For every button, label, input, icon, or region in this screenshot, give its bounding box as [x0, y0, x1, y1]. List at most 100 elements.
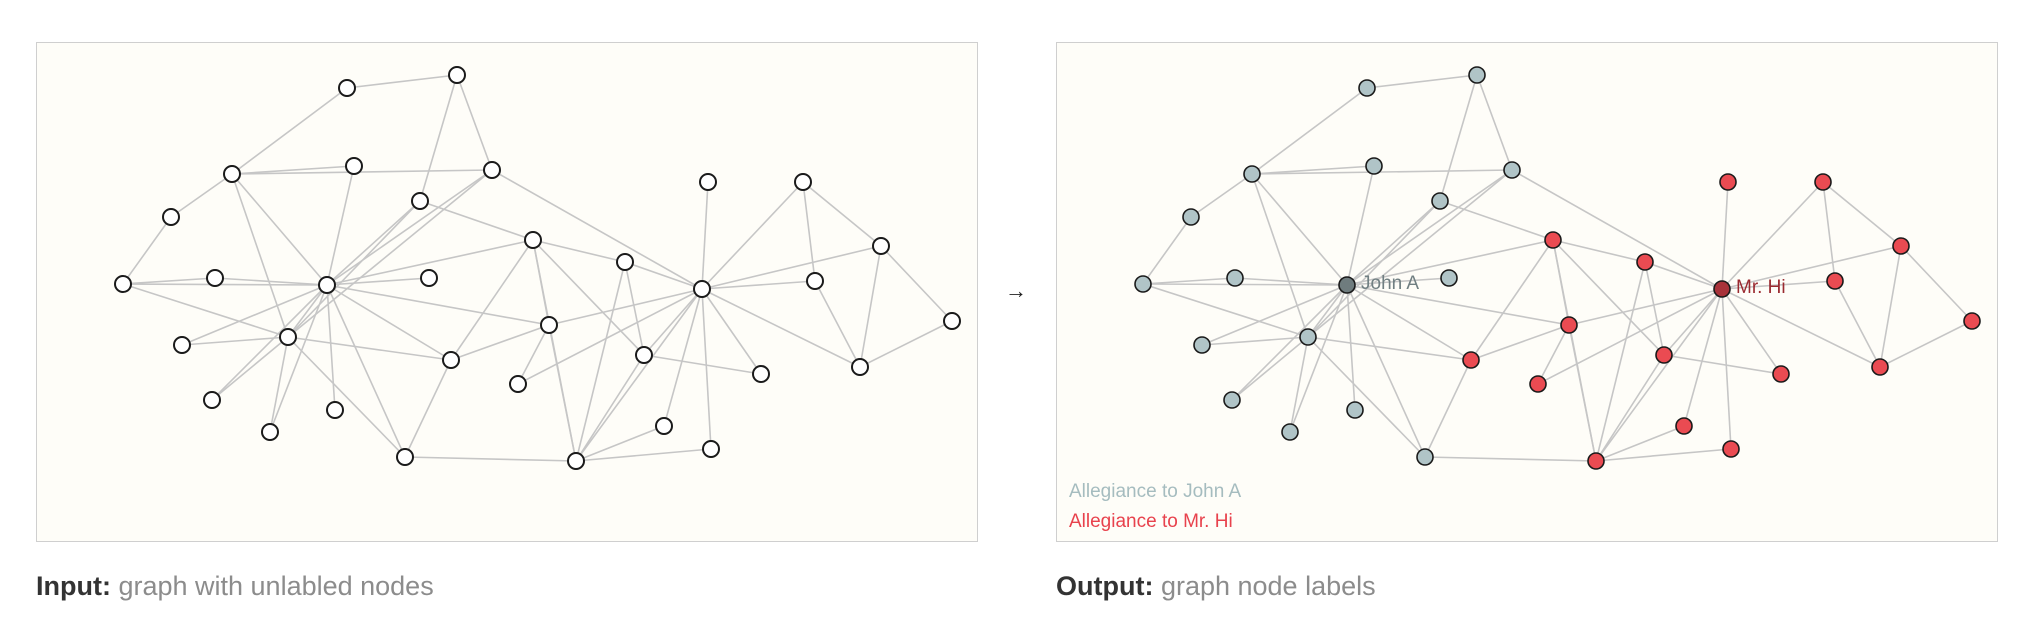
input-graph-edge	[122, 283, 328, 286]
input-graph-edge	[575, 425, 665, 462]
input-graph-edge	[326, 284, 406, 458]
input-graph-node	[442, 351, 460, 369]
node-john-a-allegiance	[1431, 192, 1449, 210]
input-graph-edge	[701, 245, 882, 290]
input-graph-edge	[450, 324, 550, 361]
output-graph-edge	[1721, 288, 1732, 450]
output-graph-edge	[1663, 288, 1723, 356]
output-graph-edge	[1289, 336, 1309, 433]
node-mr-hi-allegiance	[1462, 351, 1480, 369]
input-graph-edge	[211, 284, 328, 401]
output-graph-edge	[1879, 245, 1902, 368]
output-graph-edge	[1251, 173, 1309, 338]
input-graph-edge	[701, 280, 816, 290]
input-graph-node	[261, 423, 279, 441]
input-caption-text: graph with unlabled nodes	[110, 571, 434, 601]
input-graph-node	[203, 391, 221, 409]
output-graph-edge	[1439, 74, 1478, 202]
input-graph-edge	[419, 74, 458, 202]
output-caption-bold: Output:	[1056, 571, 1154, 601]
input-graph-edge	[701, 181, 804, 290]
output-graph-edge	[1721, 288, 1881, 368]
input-graph-edge	[517, 324, 550, 385]
output-graph-edge	[1721, 288, 1782, 375]
node-mr-hi-allegiance	[1814, 173, 1832, 191]
output-graph-edge	[1201, 284, 1348, 346]
input-graph-edge	[287, 169, 493, 338]
output-graph-edge	[1307, 169, 1513, 338]
input-graph-node	[752, 365, 770, 383]
node-john-a-allegiance	[1134, 275, 1152, 293]
output-graph-edge	[1424, 359, 1472, 458]
output-graph-edge	[1307, 200, 1441, 338]
legend-john-a: Allegiance to John A	[1069, 481, 1242, 502]
output-graph-edge	[1470, 324, 1570, 361]
input-graph-edge	[663, 288, 703, 427]
input-graph-node	[114, 275, 132, 293]
input-graph-edge	[269, 284, 328, 433]
input-graph-edge	[326, 169, 493, 286]
output-graph-edge	[1568, 324, 1597, 462]
output-graph-edge	[1231, 284, 1348, 401]
node-john-a-allegiance	[1468, 66, 1486, 84]
input-graph-node	[806, 272, 824, 290]
output-graph-edge	[1251, 165, 1375, 175]
node-mr-hi-allegiance	[1826, 272, 1844, 290]
input-graph-node	[483, 161, 501, 179]
node-mr-hi-allegiance	[1529, 375, 1547, 393]
input-graph-node	[396, 448, 414, 466]
input-graph-node	[635, 346, 653, 364]
output-graph-edge	[1537, 288, 1723, 385]
john-a-label: John A	[1361, 273, 1420, 294]
mr-hi-label: Mr. Hi	[1736, 277, 1786, 298]
input-graph-edge	[548, 288, 703, 326]
output-graph-edge	[1346, 284, 1356, 411]
output-graph-edge	[1190, 173, 1253, 218]
output-graph-edge	[1476, 74, 1513, 171]
output-graph-edge	[1366, 74, 1478, 89]
node-john-a-allegiance	[1416, 448, 1434, 466]
input-graph-node	[223, 165, 241, 183]
input-graph-node	[206, 269, 224, 287]
node-john-a-allegiance	[1299, 328, 1317, 346]
input-graph-node	[540, 316, 558, 334]
output-graph	[1134, 66, 1981, 470]
output-graph-edge	[1346, 277, 1450, 286]
input-graph-edge	[643, 288, 703, 356]
input-graph-edge	[575, 354, 645, 462]
input-graph-edge	[814, 280, 861, 368]
node-mr-hi-allegiance	[1587, 452, 1605, 470]
node-john-a-allegiance	[1193, 336, 1211, 354]
input-graph-edge	[532, 239, 626, 263]
input-graph-node	[655, 417, 673, 435]
input-graph-node	[702, 440, 720, 458]
node-mr-hi-allegiance	[1871, 358, 1889, 376]
input-graph-edge	[491, 169, 703, 290]
input-graph-edge	[859, 320, 953, 368]
output-graph-edge	[1595, 288, 1723, 462]
node-john-a-allegiance	[1503, 161, 1521, 179]
input-graph-edge	[701, 288, 712, 450]
output-caption-text: graph node labels	[1153, 571, 1376, 601]
input-graph-edge	[575, 288, 703, 462]
output-graph-edge	[1289, 284, 1348, 433]
input-graph-edge	[231, 169, 493, 175]
output-graph-edge	[1644, 261, 1665, 356]
output-graph-edge	[1822, 181, 1902, 247]
output-caption: Output: graph node labels	[1056, 573, 1376, 600]
input-graph-node	[943, 312, 961, 330]
output-graph-edge	[1439, 200, 1554, 241]
input-graph-edge	[326, 284, 452, 361]
input-graph-edge	[456, 74, 493, 171]
input-graph-edge	[269, 336, 289, 433]
output-graph-edge	[1879, 320, 1973, 368]
input-graph-panel	[36, 42, 978, 542]
input-graph-edge	[404, 359, 452, 458]
output-graph-edge	[1721, 181, 1729, 290]
input-graph-node	[162, 208, 180, 226]
output-graph-edge	[1822, 181, 1836, 282]
node-john-a	[1338, 276, 1356, 294]
input-graph-edge	[701, 181, 709, 290]
input-graph-edge	[517, 288, 703, 385]
input-graph-node	[794, 173, 812, 191]
